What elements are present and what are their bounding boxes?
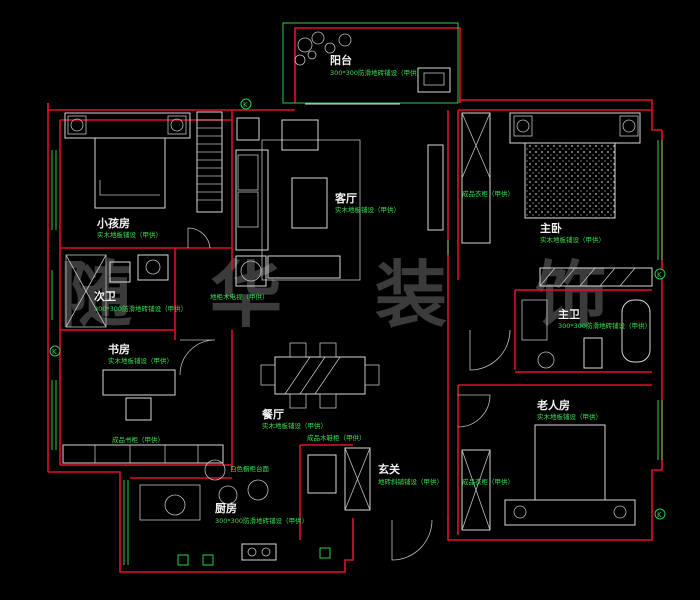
floor-note-master-bath: 300*300防滑地砖铺设（甲供） bbox=[558, 321, 651, 330]
dining-furniture bbox=[260, 342, 380, 409]
axis-marker-top: K bbox=[240, 98, 252, 110]
room-label-dining: 餐厅 bbox=[261, 407, 284, 421]
armchair-icon bbox=[281, 119, 319, 151]
room-label-master-bedroom: 主卧 bbox=[540, 221, 562, 235]
elderly-room-furniture bbox=[457, 394, 636, 531]
room-labels: 阳台 300*300防滑地砖铺设（甲供） 小孩房 实木地板铺设（甲供） 客厅 实… bbox=[94, 53, 651, 525]
kitchen-fixtures bbox=[139, 454, 337, 566]
floor-note-balcony: 300*300防滑地砖铺设（甲供） bbox=[330, 68, 423, 77]
study-furniture bbox=[62, 339, 224, 464]
note-shoe-cabinet: 成品木鞋柜（甲供） bbox=[307, 433, 366, 442]
floor-note-master-bedroom: 实木地板铺设（甲供） bbox=[540, 235, 605, 244]
svg-text:K: K bbox=[657, 271, 662, 279]
note-wardrobe-master: 成品衣柜（甲供） bbox=[462, 189, 514, 198]
note-tv-cabinet: 地柜木电视（甲供） bbox=[210, 292, 269, 301]
plant-icon bbox=[294, 31, 352, 66]
master-bedroom-furniture bbox=[461, 112, 653, 287]
chair-icon bbox=[319, 342, 337, 358]
door-swing bbox=[469, 329, 511, 371]
svg-text:K: K bbox=[657, 511, 662, 519]
chair-icon bbox=[289, 393, 307, 409]
room-label-kitchen: 厨房 bbox=[215, 501, 237, 515]
rug bbox=[261, 139, 361, 281]
bed-headboard bbox=[504, 499, 636, 526]
basin-icon bbox=[537, 351, 555, 369]
bathtub bbox=[621, 299, 651, 363]
entry-door-swing bbox=[391, 519, 433, 561]
master-bath-fixtures bbox=[469, 299, 651, 371]
entry-fixtures bbox=[344, 447, 433, 561]
room-label-living-room: 客厅 bbox=[334, 191, 357, 205]
sofa bbox=[235, 149, 269, 251]
coffee-table bbox=[291, 177, 328, 229]
small-bedroom-furniture bbox=[64, 111, 223, 249]
room-label-elderly-room: 老人房 bbox=[536, 398, 570, 412]
room-label-guest-bath: 次卫 bbox=[94, 289, 116, 303]
door-swing bbox=[187, 227, 211, 249]
balcony-railing bbox=[282, 22, 459, 104]
bed-headboard bbox=[509, 112, 641, 144]
bed bbox=[524, 142, 616, 219]
chair-icon bbox=[364, 364, 380, 386]
wardrobe-master bbox=[461, 112, 491, 244]
sink-counter bbox=[139, 484, 201, 521]
watermark-char-2: 华 bbox=[210, 252, 282, 337]
toilet-icon bbox=[109, 261, 131, 283]
desk bbox=[102, 369, 176, 396]
windows bbox=[51, 140, 663, 565]
note-kitchen-counter: 白色橱柜台面 bbox=[230, 464, 270, 473]
room-label-study: 书房 bbox=[108, 342, 130, 356]
wardrobe-small bbox=[196, 111, 223, 213]
floor-note-kitchen: 300*300防滑地砖铺设（甲供） bbox=[215, 516, 308, 525]
room-label-balcony: 阳台 bbox=[330, 53, 352, 67]
stove-icon bbox=[241, 543, 277, 561]
living-room-furniture bbox=[235, 117, 444, 287]
corner-table bbox=[235, 255, 267, 287]
chair-icon bbox=[260, 364, 276, 386]
bed bbox=[534, 424, 606, 501]
floor-note-study: 实木地板铺设（甲供） bbox=[108, 356, 173, 365]
room-label-master-bath: 主卫 bbox=[558, 307, 580, 321]
svg-text:K: K bbox=[243, 101, 248, 109]
floor-note-dining: 实木地板铺设（甲供） bbox=[262, 421, 327, 430]
basin-icon bbox=[137, 254, 169, 281]
shower-area bbox=[65, 254, 107, 328]
exterior-walls bbox=[47, 22, 663, 573]
wardrobe-elderly bbox=[461, 449, 491, 531]
svg-text:K: K bbox=[52, 348, 57, 356]
floor-note-entry: 地砖斜铺铺设（甲供） bbox=[378, 477, 443, 486]
axis-markers: K K K K bbox=[49, 98, 666, 520]
fridge bbox=[307, 454, 337, 494]
balcony-furniture bbox=[294, 31, 451, 105]
watermark-char-3: 装 bbox=[375, 252, 447, 337]
chair-icon bbox=[289, 342, 307, 358]
chair-icon bbox=[319, 393, 337, 409]
door-swing bbox=[457, 394, 491, 428]
axis-marker-right-bottom: K bbox=[654, 508, 666, 520]
toilet-icon bbox=[583, 337, 603, 369]
shoe-cabinet bbox=[344, 447, 371, 511]
bed bbox=[94, 137, 166, 209]
side-table bbox=[236, 117, 260, 141]
watermark: 随 华 装 饰 bbox=[60, 252, 607, 337]
axis-marker-right-top: K bbox=[654, 268, 666, 280]
axis-marker-left: K bbox=[49, 345, 61, 357]
floor-note-small-bedroom: 实木地板铺设（甲供） bbox=[97, 230, 162, 239]
guest-bath-fixtures bbox=[65, 254, 169, 328]
floor-note-living-room: 实木地板铺设（甲供） bbox=[335, 205, 400, 214]
room-label-entry: 玄关 bbox=[378, 462, 400, 476]
floor-note-guest-bath: 300*300防滑地砖铺设（甲供） bbox=[94, 304, 187, 313]
tv-cabinet bbox=[427, 144, 444, 231]
bookcase bbox=[62, 444, 224, 464]
wardrobe-rail bbox=[539, 267, 653, 287]
note-wardrobe-elderly: 成品衣柜（甲供） bbox=[462, 477, 514, 486]
floor-note-elderly-room: 实木地板铺设（甲供） bbox=[537, 412, 602, 421]
note-bookcase: 成品书柜（甲供） bbox=[112, 435, 164, 444]
door-swing bbox=[179, 339, 216, 376]
chair-icon bbox=[125, 397, 152, 421]
room-label-small-bedroom: 小孩房 bbox=[96, 216, 130, 230]
washing-machine-icon bbox=[417, 67, 451, 93]
